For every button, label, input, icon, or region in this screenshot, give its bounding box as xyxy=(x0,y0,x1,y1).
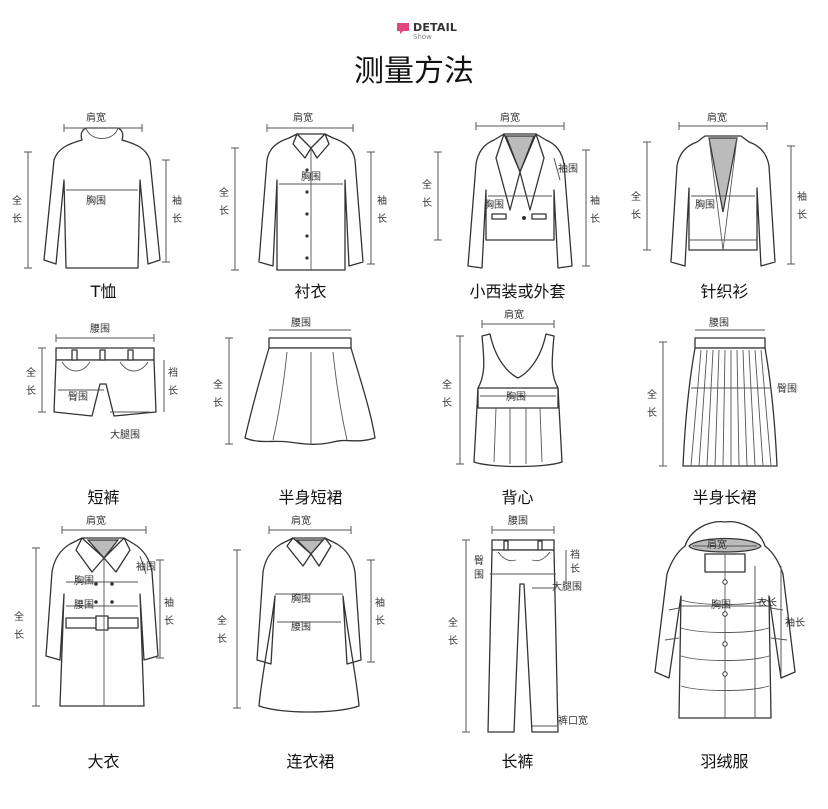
waist-label: 腰围 xyxy=(90,323,110,335)
garment-card: 腰围 全长 半身短裙 xyxy=(207,312,414,512)
shoulder-label: 肩宽 xyxy=(500,111,520,124)
garment-card: 腰围 臀围 大腿围 全长 裆长 短裤 xyxy=(0,312,207,512)
garment-name: 背心 xyxy=(501,488,534,507)
chest-label: 胸围 xyxy=(301,170,321,183)
sleeve-label: 袖长 xyxy=(164,596,174,627)
shirt-icon: 肩宽 胸围 全长 袖长 xyxy=(219,111,387,271)
waist-label: 腰围 xyxy=(74,599,94,611)
thigh-label: 大腿围 xyxy=(552,580,582,593)
tshirt-icon: 肩宽 胸围 全长 袖长 xyxy=(12,111,182,269)
inseam-label: 裆长 xyxy=(168,366,178,397)
garment-name: 羽绒服 xyxy=(700,752,749,771)
waist-label: 腰围 xyxy=(291,621,311,633)
garment-name: 半身短裙 xyxy=(278,488,343,507)
page-title: 测量方法 xyxy=(354,54,474,89)
trousers-icon: 腰围 臀围 裆长 大腿围 裤口宽 全长 xyxy=(448,515,588,733)
shoulder-label: 肩宽 xyxy=(291,514,311,527)
shoulder-label: 肩宽 xyxy=(86,111,106,124)
overcoat-icon: 肩宽 胸围 腰围 袖围 全长 袖长 xyxy=(14,514,174,707)
cuff-opening-label: 裤口宽 xyxy=(558,714,588,727)
chest-label: 胸围 xyxy=(695,198,715,211)
garment-card: 肩宽 胸围 全长 袖长 T恤 xyxy=(0,100,207,310)
long-skirt-icon: 腰围 臀围 全长 xyxy=(647,317,797,467)
shoulder-label: 肩宽 xyxy=(707,111,727,124)
waist-label: 腰围 xyxy=(508,515,528,527)
hip-label: 臀围 xyxy=(474,555,484,581)
garment-name: 大衣 xyxy=(87,752,120,771)
garment-name: 长裤 xyxy=(501,752,534,771)
badge-main-text: DETAIL xyxy=(413,21,458,34)
badge-sub-text: Show xyxy=(413,33,432,41)
shoulder-label: 肩宽 xyxy=(504,308,524,321)
length-label: 全长 xyxy=(14,610,24,641)
shoulder-label: 肩宽 xyxy=(707,538,727,551)
garment-name: 连衣裙 xyxy=(286,752,335,771)
length-label: 全长 xyxy=(422,178,432,209)
waist-label: 腰围 xyxy=(709,317,729,329)
armhole-label: 袖围 xyxy=(558,162,578,175)
hip-label: 臀围 xyxy=(777,383,797,395)
shoulder-label: 肩宽 xyxy=(293,111,313,124)
chest-label: 胸围 xyxy=(711,598,731,611)
sleeve-label: 袖长 xyxy=(797,190,807,221)
length-label: 全长 xyxy=(26,366,36,397)
garment-card: 肩宽 胸围 全长 背心 xyxy=(414,308,621,512)
length-label: 全长 xyxy=(12,194,22,225)
short-skirt-icon: 腰围 全长 xyxy=(213,317,376,445)
sleeve-label: 袖长 xyxy=(377,194,387,225)
armhole-label: 袖围 xyxy=(136,560,156,573)
garment-name: 短裤 xyxy=(87,488,120,507)
sleeve-label: 袖长 xyxy=(375,596,385,627)
garment-card: 肩宽 胸围 腰围 全长 袖长 连衣裙 xyxy=(207,510,414,800)
garment-card: 肩宽 胸围 全长 袖长 针织衫 xyxy=(621,100,828,310)
garment-card: 肩宽 胸围 袖围 全长 袖长 小西装或外套 xyxy=(414,100,621,310)
thigh-label: 大腿围 xyxy=(110,428,140,441)
shorts-icon: 腰围 臀围 大腿围 全长 裆长 xyxy=(26,323,178,441)
garment-name: 小西装或外套 xyxy=(469,282,566,301)
dress-icon: 肩宽 胸围 腰围 全长 袖长 xyxy=(217,514,385,713)
garment-name: T恤 xyxy=(90,282,117,301)
garment-card: 腰围 臀围 裆长 大腿围 裤口宽 全长 长裤 xyxy=(414,510,621,800)
garment-length-label: 衣长 xyxy=(757,596,777,609)
chest-label: 胸围 xyxy=(484,198,504,211)
speech-bubble-icon xyxy=(397,23,409,34)
length-label: 全长 xyxy=(219,186,229,217)
length-label: 全长 xyxy=(647,388,657,419)
garment-name: 针织衫 xyxy=(700,282,749,301)
garment-name: 衬衣 xyxy=(294,282,327,301)
garment-name: 半身长裙 xyxy=(692,488,757,507)
length-label: 全长 xyxy=(448,616,458,647)
length-label: 全长 xyxy=(442,378,452,409)
vest-icon: 肩宽 胸围 全长 xyxy=(442,308,563,468)
sleeve-label: 袖长 xyxy=(172,194,182,225)
shoulder-label: 肩宽 xyxy=(86,514,106,527)
down-jacket-icon: 肩宽 胸围 衣长 袖长 xyxy=(654,521,805,719)
length-label: 全长 xyxy=(217,614,227,645)
chest-label: 胸围 xyxy=(74,574,94,587)
blazer-icon: 肩宽 胸围 袖围 全长 袖长 xyxy=(422,111,600,269)
waist-label: 腰围 xyxy=(291,317,311,329)
garment-card: 肩宽 胸围 全长 袖长 衬衣 xyxy=(207,100,414,310)
chest-label: 胸围 xyxy=(86,194,106,207)
garment-card: 腰围 臀围 全长 半身长裙 xyxy=(621,312,828,512)
cardigan-icon: 肩宽 胸围 全长 袖长 xyxy=(631,111,807,267)
length-label: 全长 xyxy=(213,378,223,409)
garment-card: 肩宽 胸围 腰围 袖围 全长 袖长 大衣 xyxy=(0,510,207,800)
garment-card: 肩宽 胸围 衣长 袖长 羽绒服 xyxy=(621,510,828,800)
chest-label: 胸围 xyxy=(291,592,311,605)
detail-badge: DETAIL Show xyxy=(396,22,457,41)
rise-label: 裆长 xyxy=(570,548,580,575)
length-label: 全长 xyxy=(631,190,641,221)
hip-label: 臀围 xyxy=(68,391,88,403)
chest-label: 胸围 xyxy=(506,390,526,403)
sleeve-label: 袖长 xyxy=(785,616,805,629)
sleeve-label: 袖长 xyxy=(590,194,600,225)
